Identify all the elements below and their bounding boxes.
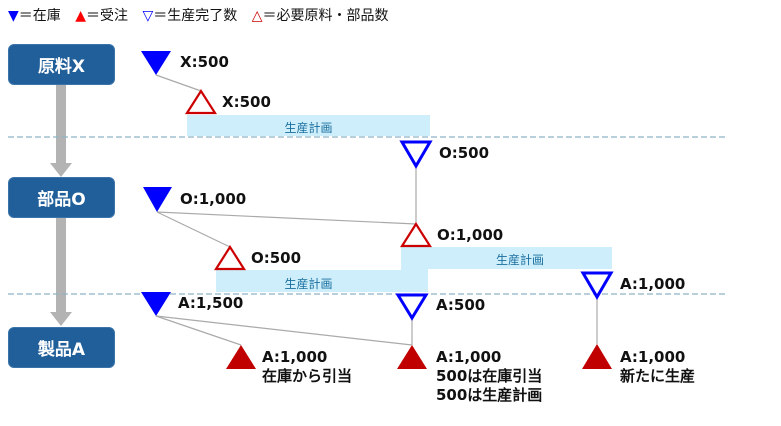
a-order-qty-2: A:1,000 xyxy=(436,348,502,366)
blue-filled-down-triangle-icon: ▼ xyxy=(8,8,19,24)
flow-arrow-o-to-a xyxy=(50,218,72,326)
a-order-text-2b: 500は生産計画 xyxy=(436,386,543,404)
order-icon-a-3 xyxy=(582,344,612,369)
legend-label: ＝受注 xyxy=(86,8,129,24)
order-icon-a-1 xyxy=(226,345,256,369)
o-stock-label: O:1,000 xyxy=(180,190,247,208)
production-plan-bar-1 xyxy=(187,115,430,136)
flow-arrow-x-to-o xyxy=(50,85,72,177)
production-plan-label-3: 生産計画 xyxy=(495,253,544,267)
a-order-text-3: 新たに生産 xyxy=(620,367,696,385)
production-plan-label-1: 生産計画 xyxy=(284,121,333,135)
o-required-label-2: O:1,000 xyxy=(437,226,504,244)
legend-item-order: ▲＝受注 xyxy=(75,8,128,24)
production-plan-bar-2 xyxy=(216,270,428,292)
completed-icon-a-1 xyxy=(395,293,429,321)
o-required-label-1: O:500 xyxy=(251,249,302,267)
a-completed-label-1: A:500 xyxy=(436,296,486,314)
a-order-note-3: A:1,000 新たに生産 xyxy=(620,348,695,386)
o-completed-label: O:500 xyxy=(439,144,490,162)
order-icon-a-2 xyxy=(397,345,427,369)
connector-a-stock-to-order-1 xyxy=(155,315,242,346)
red-filled-up-triangle-icon: ▲ xyxy=(75,8,87,24)
legend-label: ＝在庫 xyxy=(18,8,61,24)
x-required-label: X:500 xyxy=(222,93,271,111)
a-order-qty-3: A:1,000 xyxy=(620,348,686,366)
x-stock-label: X:500 xyxy=(180,53,229,71)
stock-icon-o xyxy=(143,187,172,212)
legend-item-stock: ▼＝在庫 xyxy=(8,8,61,24)
required-icon-x xyxy=(184,88,218,115)
blue-hollow-down-triangle-icon: ▽ xyxy=(142,8,154,24)
legend: ▼＝在庫 ▲＝受注 ▽＝生産完了数 △＝必要原料・部品数 xyxy=(8,5,398,25)
a-order-qty-1: A:1,000 xyxy=(262,348,328,366)
connector-o-stock-to-required-2 xyxy=(156,211,417,225)
production-plan-bar-3 xyxy=(401,247,612,269)
required-icon-o-2 xyxy=(399,221,433,248)
connector-x-stock-to-required xyxy=(155,74,202,92)
a-completed-label-2: A:1,000 xyxy=(620,275,686,293)
stock-icon-a xyxy=(141,292,171,316)
a-order-note-2: A:1,000 500は在庫引当 500は生産計画 xyxy=(436,348,542,405)
a-stock-label: A:1,500 xyxy=(178,294,244,312)
production-plan-bar-joint xyxy=(401,268,428,272)
level-box-part-o: 部品O xyxy=(8,177,115,218)
legend-item-required: △＝必要原料・部品数 xyxy=(252,8,389,24)
legend-label: ＝必要原料・部品数 xyxy=(262,8,389,24)
required-icon-o-1 xyxy=(213,244,247,271)
connectors xyxy=(155,74,598,346)
connector-a-stock-to-order-2 xyxy=(155,315,413,346)
connector-o-stock-to-required-1 xyxy=(156,211,231,248)
a-order-text-2a: 500は在庫引当 xyxy=(436,367,543,385)
stock-icon-x xyxy=(141,51,171,75)
completed-icon-o xyxy=(399,140,433,169)
completed-icon-a-2 xyxy=(580,271,614,300)
a-order-note-1: A:1,000 在庫から引当 xyxy=(262,348,352,386)
level-box-raw-material-x: 原料X xyxy=(8,44,115,85)
legend-label: ＝生産完了数 xyxy=(153,8,238,24)
a-order-text-1: 在庫から引当 xyxy=(262,367,353,385)
red-hollow-up-triangle-icon: △ xyxy=(251,8,263,24)
level-box-product-a: 製品A xyxy=(8,327,115,368)
legend-item-completed: ▽＝生産完了数 xyxy=(142,8,237,24)
production-plan-label-2: 生産計画 xyxy=(284,277,333,291)
